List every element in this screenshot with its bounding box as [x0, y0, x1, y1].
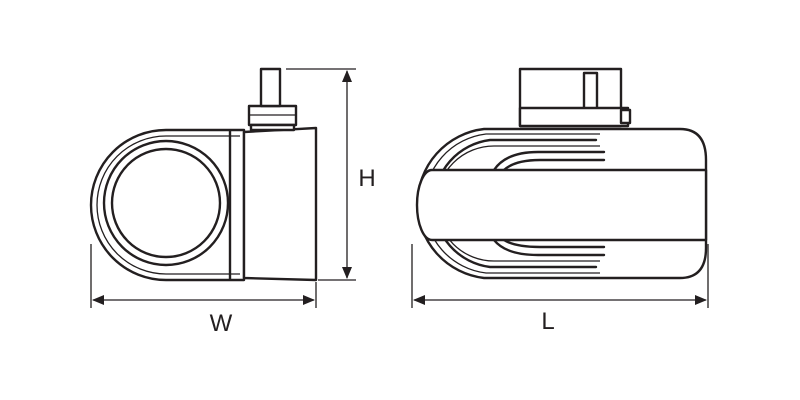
lens-inner-ring [110, 147, 222, 259]
side-adapter-tab [582, 71, 599, 111]
side-reflector-top-inner [502, 158, 606, 172]
front-view [89, 67, 318, 282]
adapter-collar [249, 123, 296, 132]
height-label: H [358, 165, 375, 192]
length-label: L [541, 308, 554, 335]
side-reflector-top [492, 150, 606, 172]
side-reflector-bottom-inner [502, 238, 606, 249]
lens-outer-ring [102, 139, 230, 267]
width-label: W [210, 310, 233, 337]
side-adapter-nub [619, 108, 632, 125]
side-view [415, 67, 708, 280]
side-adapter-base [518, 106, 630, 128]
adapter-pin [259, 67, 282, 108]
side-reflector-bottom [492, 238, 606, 257]
width-dimension: W [90, 244, 317, 337]
adapter-block [242, 126, 318, 282]
side-main-band [415, 168, 708, 242]
height-dimension: H [286, 68, 376, 281]
front-housing-inner [96, 135, 240, 275]
length-dimension: L [411, 244, 709, 335]
